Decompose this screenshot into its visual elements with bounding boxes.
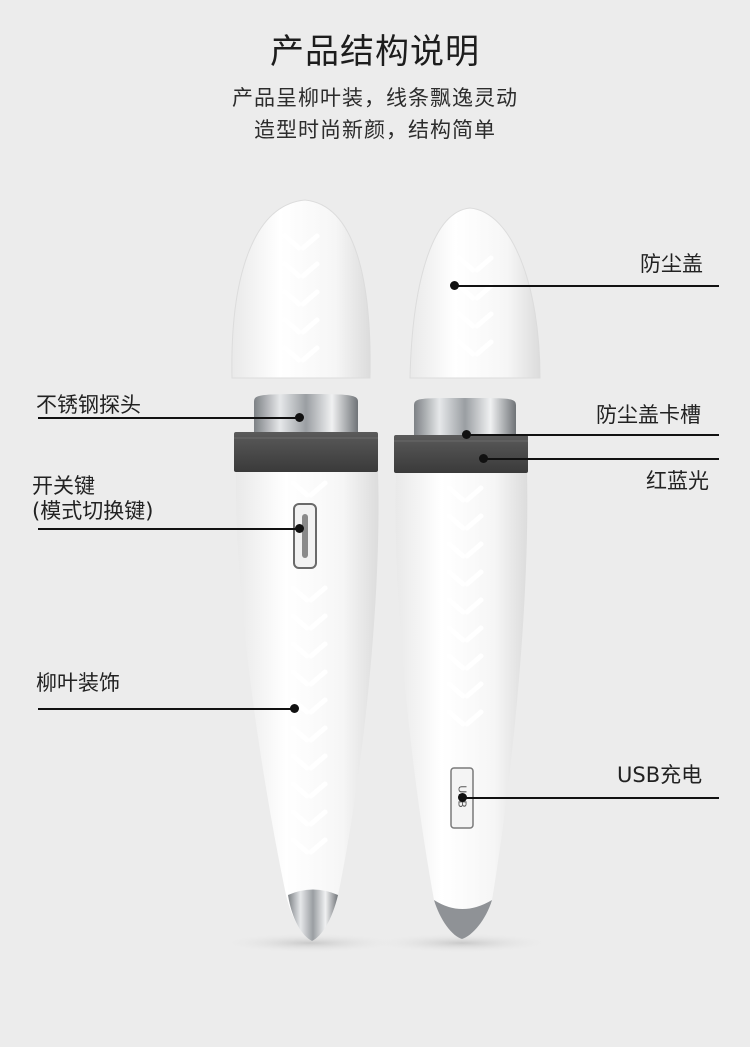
- label-red-blue-light: 红蓝光: [646, 469, 709, 493]
- dot-dust-cover-slot: [462, 430, 471, 439]
- dot-willow-decoration: [290, 704, 299, 713]
- leader-switch-key: [38, 528, 300, 530]
- right-device: [394, 398, 528, 939]
- leader-stainless-probe: [38, 417, 300, 419]
- right-dust-cover: [409, 207, 541, 379]
- label-dust-cover: 防尘盖: [640, 252, 703, 276]
- left-device: [234, 394, 379, 941]
- dot-stainless-probe: [295, 413, 304, 422]
- label-stainless-probe: 不锈钢探头: [36, 393, 141, 417]
- subtitle-line-1: 产品呈柳叶装，线条飘逸灵动: [232, 86, 518, 110]
- label-dust-cover-slot: 防尘盖卡槽: [596, 403, 701, 427]
- dot-dust-cover: [450, 281, 459, 290]
- right-shadow: [372, 933, 552, 953]
- label-willow-decoration: 柳叶装饰: [36, 671, 120, 695]
- leader-usb-charging: [463, 797, 719, 799]
- leader-dust-cover: [455, 285, 719, 287]
- subtitle-line-2: 造型时尚新颜，结构简单: [254, 118, 496, 142]
- leader-dust-cover-slot: [467, 434, 719, 436]
- leader-red-blue-light: [484, 458, 719, 460]
- left-shadow: [220, 933, 400, 953]
- dot-usb-charging: [458, 793, 467, 802]
- page-title: 产品结构说明: [270, 32, 480, 72]
- label-mode-switch-key: (模式切换键): [32, 499, 154, 523]
- dot-red-blue-light: [479, 454, 488, 463]
- left-dust-cover: [231, 199, 371, 379]
- leader-willow-decoration: [38, 708, 294, 710]
- dot-switch-key: [295, 524, 304, 533]
- label-switch-key: 开关键: [32, 474, 95, 498]
- label-usb-charging: USB充电: [617, 763, 703, 787]
